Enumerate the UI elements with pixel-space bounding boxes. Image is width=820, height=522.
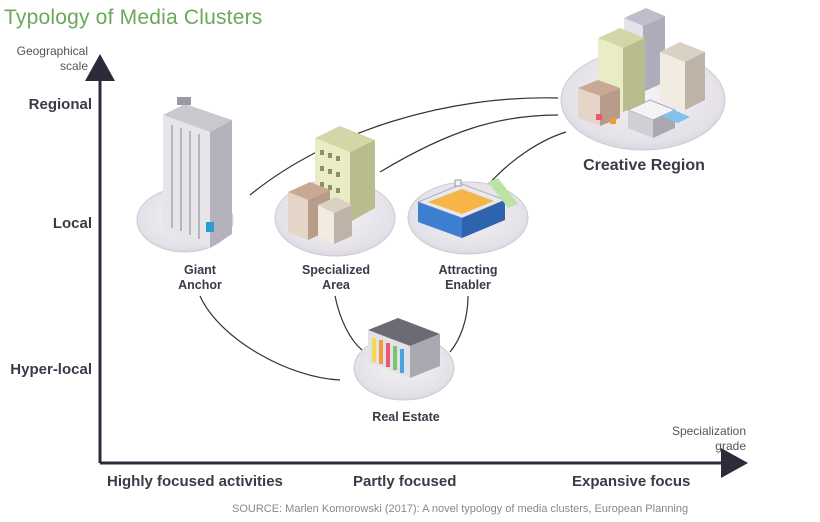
label-specialized-area: Specialized Area xyxy=(281,263,391,293)
y-level-regional: Regional xyxy=(28,96,92,113)
y-level-local: Local xyxy=(52,215,92,232)
label-attracting-enabler-line1: Attracting xyxy=(438,263,498,277)
x-axis-title: Specialization grade xyxy=(671,424,746,453)
page-title: Typology of Media Clusters xyxy=(4,6,263,29)
label-giant-anchor: Giant Anchor xyxy=(150,263,250,293)
label-creative-region: Creative Region xyxy=(583,157,705,174)
x-level-partly-focused: Partly focused xyxy=(353,473,457,490)
creative-region-buildings xyxy=(578,8,705,138)
label-real-estate: Real Estate xyxy=(372,410,440,424)
attracting-enabler-building xyxy=(416,178,518,238)
giant-anchor-building xyxy=(163,97,232,248)
label-giant-anchor-line1: Giant xyxy=(184,263,216,277)
label-specialized-area-line2: Area xyxy=(322,278,350,292)
label-attracting-enabler-line2: Enabler xyxy=(445,278,491,292)
source-note: SOURCE: Marlen Komorowski (2017): A nove… xyxy=(232,503,689,515)
label-giant-anchor-line2: Anchor xyxy=(178,278,222,292)
y-axis-title: Geographical scale xyxy=(16,44,88,73)
y-level-hyper-local: Hyper-local xyxy=(10,361,92,378)
label-attracting-enabler: Attracting Enabler xyxy=(413,263,523,293)
real-estate-building xyxy=(368,318,440,378)
label-specialized-area-line1: Specialized xyxy=(301,263,371,277)
specialized-area-buildings xyxy=(288,126,375,244)
connector-lines xyxy=(199,97,567,381)
x-level-expansive-focus: Expansive focus xyxy=(572,473,691,490)
x-level-highly-focused: Highly focused activities xyxy=(107,473,283,490)
